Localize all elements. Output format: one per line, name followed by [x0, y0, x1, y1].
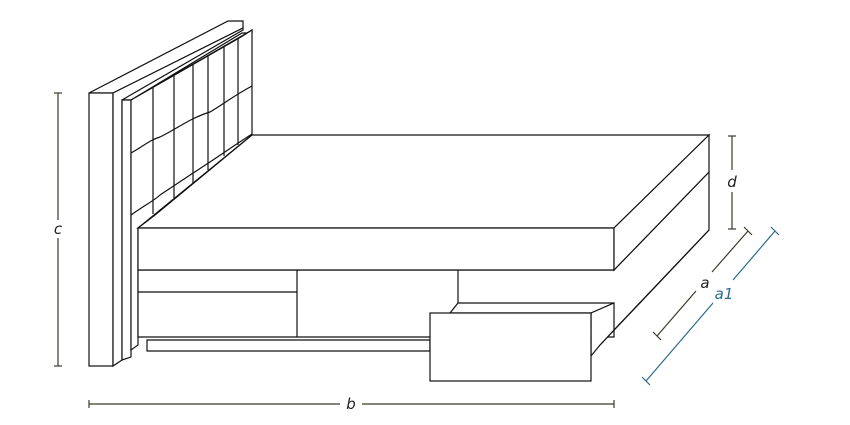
dimension-c: c: [54, 92, 63, 367]
dimension-d: d: [727, 135, 737, 230]
headboard-tufting: [130, 39, 253, 216]
dimension-a: a: [652, 226, 753, 341]
dimension-label-a1: a1: [715, 285, 734, 303]
mattress: [136, 133, 711, 272]
dimension-label-d: d: [727, 173, 737, 191]
pulled-out-drawer: [429, 302, 615, 382]
dimension-b: b: [88, 395, 615, 413]
dimension-label-b: b: [346, 395, 356, 413]
dimension-a1: a1: [641, 226, 780, 386]
dimension-label-a: a: [700, 274, 709, 292]
dimension-label-c: c: [54, 220, 63, 238]
